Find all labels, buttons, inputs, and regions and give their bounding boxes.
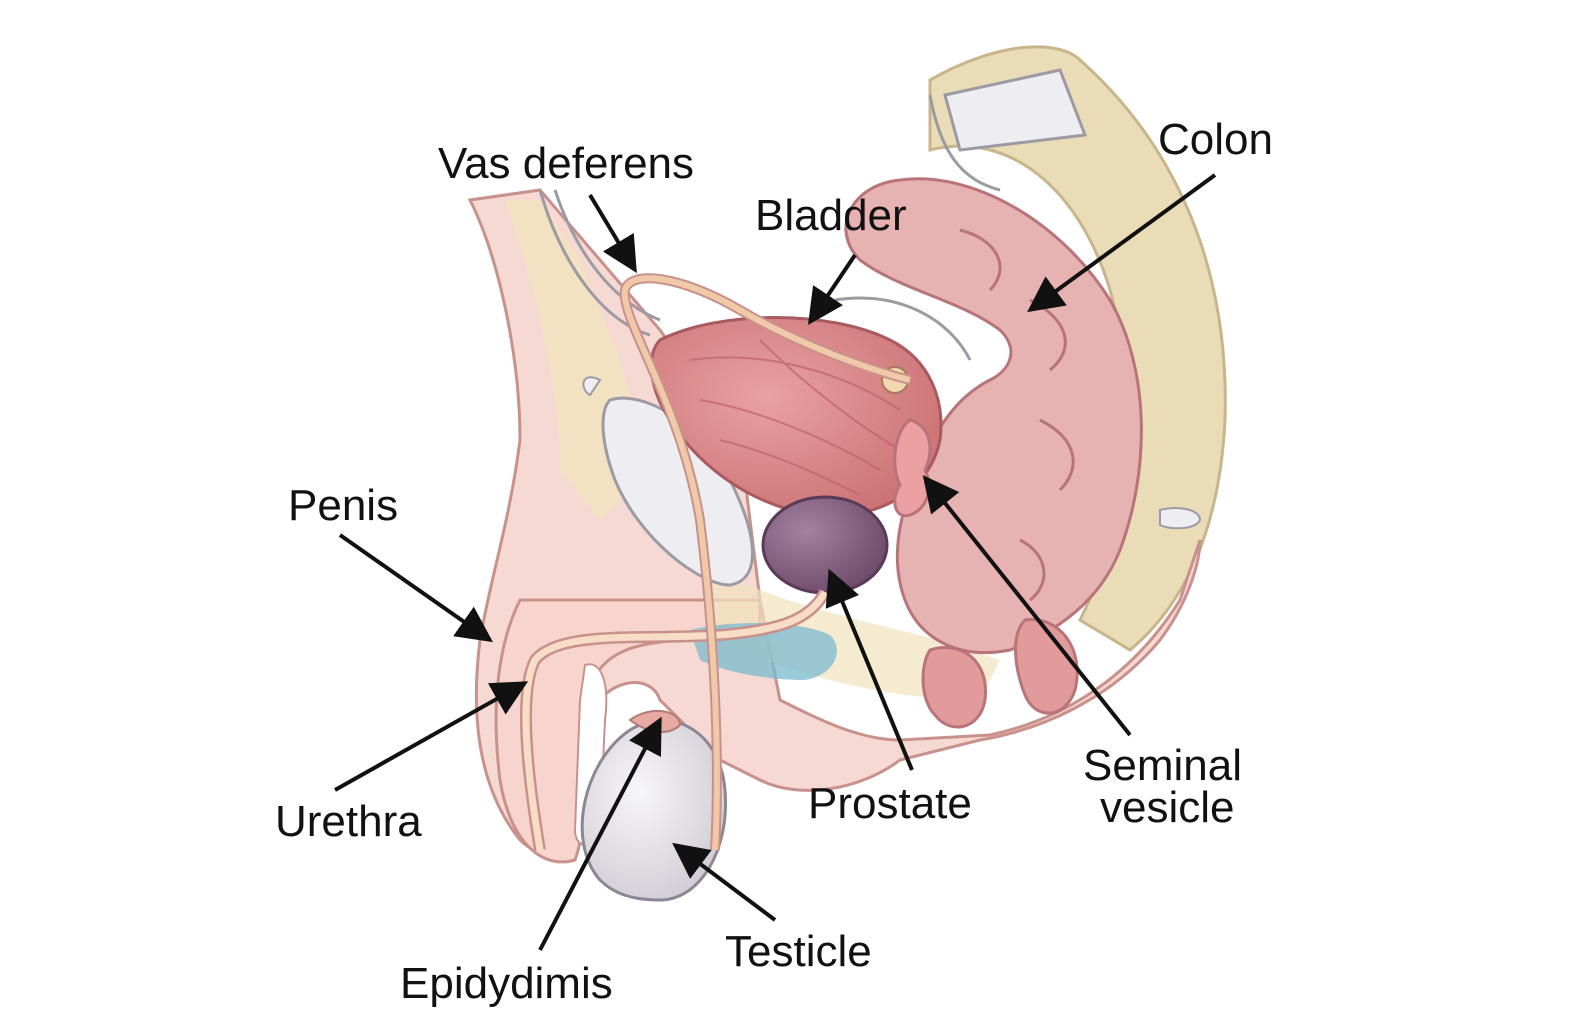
label-seminal-vesicle-line2: vesicle [1100, 783, 1235, 832]
labels: Vas deferens Colon Bladder Penis Urethra… [275, 115, 1273, 1008]
label-bladder: Bladder [755, 191, 907, 240]
label-colon: Colon [1158, 115, 1273, 164]
vas-deferens-tube [619, 273, 912, 851]
label-prostate: Prostate [808, 779, 972, 828]
colon-shape [844, 177, 1143, 729]
label-vas-deferens: Vas deferens [438, 139, 694, 188]
urethra-tube [519, 588, 831, 851]
prostate-shape [761, 495, 889, 595]
label-seminal-vesicle-line1: Seminal [1083, 741, 1242, 790]
arrow-penis [338, 533, 493, 643]
label-penis: Penis [288, 481, 398, 530]
arrow-seminal-vesicle [922, 475, 1132, 737]
label-arrows [334, 173, 1217, 951]
label-testicle: Testicle [725, 927, 872, 976]
label-epididymis: Epidydimis [400, 959, 613, 1008]
arrow-testicle [672, 842, 777, 922]
arrow-urethra [334, 681, 529, 792]
label-urethra: Urethra [275, 797, 422, 846]
arrow-colon [1027, 173, 1217, 313]
seminal-vesicle-shape [893, 418, 932, 518]
arrow-bladder [807, 253, 857, 325]
arrow-prostate [825, 568, 914, 771]
arrow-epididymis [538, 716, 662, 951]
arrow-vas-deferens [588, 193, 637, 274]
